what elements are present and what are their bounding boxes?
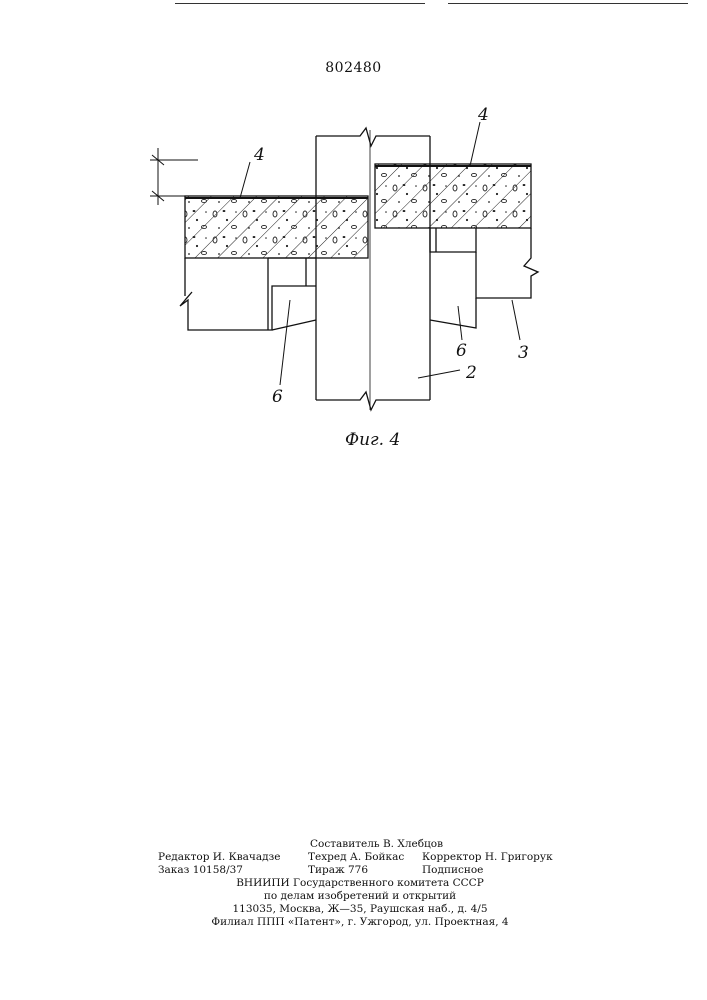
org-line-1: ВНИИПИ Государственного комитета СССР <box>150 877 570 890</box>
label-column: 2 <box>465 363 477 383</box>
editor: Редактор И. Квачадзе <box>158 851 281 864</box>
org-line-2: по делам изобретений и открытий <box>150 890 570 903</box>
figure-caption: Фиг. 4 <box>345 430 400 450</box>
corrector: Корректор Н. Григорук <box>422 851 553 864</box>
address: 113035, Москва, Ж—35, Раушская наб., д. … <box>150 903 570 916</box>
left-beam <box>180 258 316 330</box>
right-beam <box>430 228 538 328</box>
order: Заказ 10158/37 <box>158 864 243 877</box>
techred: Техред А. Бойкас <box>308 851 404 864</box>
label-beam: 3 <box>518 343 529 363</box>
label-bracket-left: 6 <box>272 387 283 407</box>
slab-left <box>185 196 368 258</box>
label-bracket-right: 6 <box>456 341 467 361</box>
label-slab-left: 4 <box>253 145 265 165</box>
branch: Филиал ППП «Патент», г. Ужгород, ул. Про… <box>150 916 570 929</box>
slab-right <box>375 164 531 228</box>
figure-4-drawing: 4 4 6 6 2 3 Фиг. 4 <box>0 0 707 470</box>
circulation: Тираж 776 <box>308 864 368 877</box>
subscription: Подписное <box>422 864 483 877</box>
imprint-block: Составитель В. Хлебцов Редактор И. Квача… <box>150 838 570 929</box>
label-slab-right: 4 <box>477 105 489 125</box>
compiler: Составитель В. Хлебцов <box>310 838 443 851</box>
